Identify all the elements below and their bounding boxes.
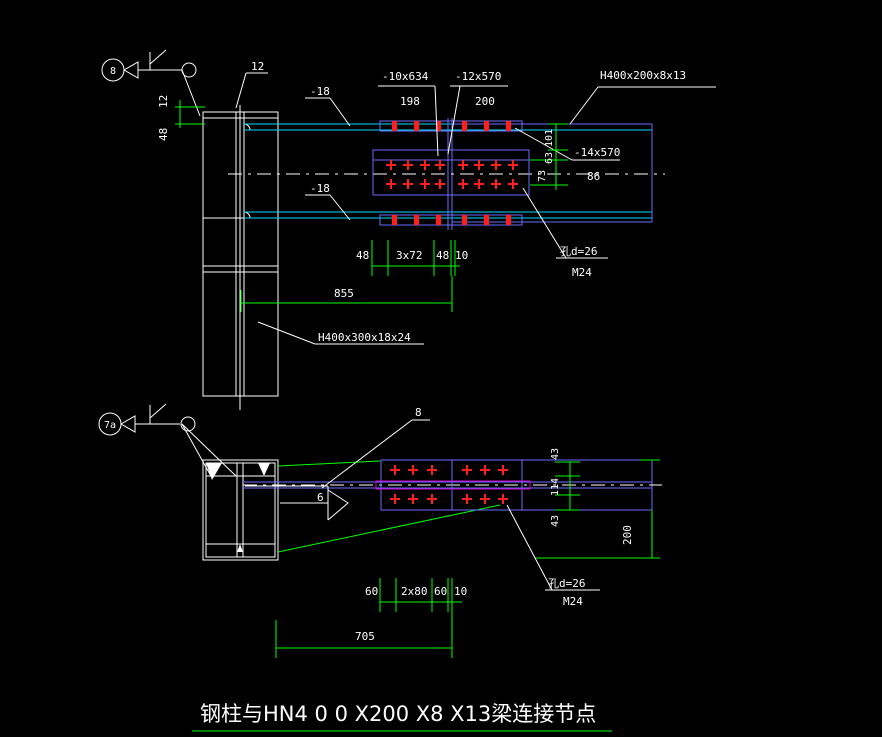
bottom-view: 7a [98, 403, 662, 658]
bolt-hole-top: 孔d=26 [560, 245, 598, 258]
dim-60a: 60 [365, 585, 378, 598]
dim-86: 86 [587, 170, 600, 183]
beam-label: H400x200x8x13 [600, 69, 686, 82]
dim-48: 48 [157, 128, 170, 141]
flange-bolts-top [392, 121, 511, 131]
grid-bubble-7a-label: 7a [104, 420, 116, 431]
dim-200: 200 [475, 95, 495, 108]
bolt-size-bottom: M24 [563, 595, 583, 608]
column-section [202, 459, 279, 561]
dim-63: 63 [544, 152, 555, 164]
dim-48b: 48 [436, 249, 449, 262]
dim-198: 198 [400, 95, 420, 108]
dim-101: 101 [544, 129, 555, 147]
dim-10: 10 [455, 249, 468, 262]
plate-label-18-bottom: -18 [310, 182, 330, 195]
plate-label-12x570: -12x570 [455, 70, 501, 83]
dim-10b: 10 [454, 585, 467, 598]
col-label-12: 12 [251, 60, 264, 73]
web-bolts-top [386, 160, 518, 189]
flange-bolts-bottom [392, 215, 511, 225]
dim-3x72: 3x72 [396, 249, 423, 262]
top-view: 8 12 12 48 [101, 49, 716, 410]
dim-114: 114 [550, 478, 561, 496]
flange-plate-top [379, 120, 523, 132]
dim-200-side: 200 [621, 525, 634, 545]
plate-label-10x634: -10x634 [382, 70, 429, 83]
weld-leader-top [123, 61, 139, 79]
bolt-size-top: M24 [572, 266, 592, 279]
dim-12: 12 [157, 95, 170, 108]
dim-73: 73 [537, 170, 548, 182]
plate-label-18-top: -18 [310, 85, 330, 98]
dim-48a: 48 [356, 249, 369, 262]
flange-plate-bottom [379, 214, 523, 226]
column-label: H400x300x18x24 [318, 331, 411, 344]
dim-60b: 60 [434, 585, 447, 598]
dim-43b: 43 [550, 515, 561, 527]
grid-bubble-8-label: 8 [110, 66, 116, 77]
drawing-title: 钢柱与HN4 0 0 X200 X8 X13梁连接节点 [200, 702, 596, 726]
flange-bolts-plan [390, 465, 508, 504]
dim-705: 705 [355, 630, 375, 643]
dim-855: 855 [334, 287, 354, 300]
weld-around-symbol-bottom [180, 416, 196, 432]
web-plate [372, 149, 530, 196]
weld-size-6: 6 [317, 491, 324, 504]
dim-43a: 43 [550, 448, 561, 460]
weld-size-8: 8 [415, 406, 422, 419]
dim-2x80: 2x80 [401, 585, 428, 598]
plate-label-14x570: -14x570 [574, 146, 620, 159]
bolt-hole-bottom: 孔d=26 [548, 577, 586, 590]
